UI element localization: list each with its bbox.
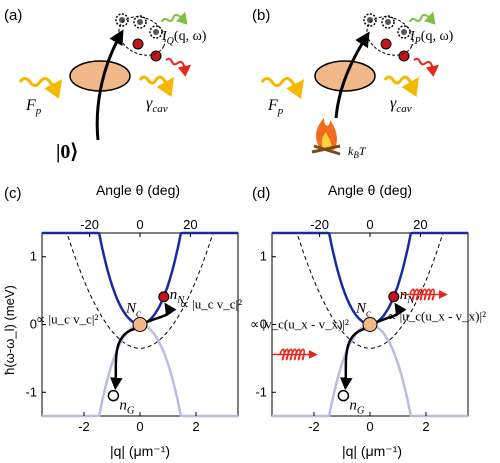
excitation-arrow	[95, 29, 124, 141]
ghost-branch	[42, 323, 238, 418]
arrow-to-normal	[375, 302, 407, 324]
emission-label: IP(q, ω)	[409, 29, 454, 47]
rate-down-label: ∝ |v_c(u_x - v_x)|²	[250, 317, 349, 332]
rate-up-label: ∝ |u_c(u_x - v_x)|²	[387, 309, 486, 324]
panel-b-tag: (b)	[252, 7, 270, 24]
normal-node	[388, 291, 400, 303]
top-tick-label: 20	[183, 217, 197, 232]
vacuum-ket: |0⟩	[56, 141, 78, 163]
red-emission	[165, 57, 192, 77]
top-tick-label: 0	[366, 217, 373, 232]
thermal-label: kBT	[348, 144, 367, 160]
y-tick-label: 1	[260, 249, 267, 264]
condensate-label: Nc	[355, 301, 371, 320]
ghost-node	[337, 389, 350, 402]
pump-wave	[260, 77, 305, 99]
normal-label: nN	[170, 287, 186, 306]
rate-up-label: ∝ |u_c v_c|²	[180, 297, 243, 312]
loss-wave	[138, 75, 174, 97]
condensate-node	[362, 317, 378, 332]
top-tick-label: -20	[310, 217, 329, 232]
rate-down-label: ∝ |u_c v_c|²	[36, 312, 99, 327]
top-tick-label: 0	[136, 217, 143, 232]
pump-wave	[18, 77, 63, 99]
condensate-label: Nc	[125, 301, 141, 320]
fire-icon	[311, 118, 341, 156]
panel-d: (d) Angle θ (deg) -202-2002010-1NcnNnG∝ …	[250, 182, 486, 459]
ghost-label: nG	[349, 398, 365, 417]
panel-a: (a) Fp γcav |0⟩ IQ(q, ω)	[4, 7, 207, 163]
top-axis-label: Angle θ (deg)	[96, 182, 180, 198]
ghost-branch	[272, 323, 468, 418]
y-tick-label: -1	[255, 384, 267, 399]
panel-c-tag: (c)	[4, 185, 22, 202]
condensate-node	[132, 317, 148, 332]
y-tick-label: 0	[260, 317, 267, 332]
y-tick-label: 1	[30, 249, 37, 264]
pump-label: Fp	[25, 97, 42, 117]
y-axis-label: ħ(ω-ω_l) (meV)	[2, 285, 17, 375]
emission-label: IQ(q, ω)	[161, 29, 207, 47]
photon-pair-icon	[115, 13, 166, 62]
arrow-to-normal	[145, 302, 177, 324]
x-tick-label: 0	[366, 419, 373, 434]
ghost-node	[107, 389, 120, 402]
loss-label: γcav	[146, 95, 168, 115]
panel-b: (b) Fp γcav kBT IP(q, ω)	[252, 7, 454, 160]
x-axis-label: |q| (μm⁻¹)	[110, 443, 170, 459]
x-axis-label: |q| (μm⁻¹)	[342, 443, 402, 459]
panel-d-tag: (d)	[252, 185, 270, 202]
panel-a-tag: (a)	[4, 7, 22, 24]
loss-label: γcav	[390, 95, 412, 115]
x-tick-label: -2	[308, 419, 320, 434]
top-axis-label: Angle θ (deg)	[328, 182, 412, 198]
loss-wave	[383, 75, 419, 97]
arrow-to-ground	[340, 327, 367, 391]
x-tick-label: -2	[78, 419, 90, 434]
ghost-label: nG	[119, 398, 134, 417]
green-emission	[161, 11, 188, 25]
green-emission	[409, 11, 436, 25]
y-tick-label: -1	[25, 384, 37, 399]
normal-node	[158, 291, 170, 303]
y-tick-label: 0	[30, 317, 37, 332]
x-tick-label: 2	[192, 419, 199, 434]
pump-label: Fp	[267, 97, 284, 117]
photon-pair-icon	[363, 13, 414, 62]
excitation-arrow	[334, 31, 370, 119]
top-tick-label: -20	[80, 217, 99, 232]
arrow-to-ground	[110, 327, 137, 391]
x-tick-label: 0	[136, 419, 143, 434]
red-emission	[413, 57, 440, 77]
top-tick-label: 20	[413, 217, 427, 232]
x-tick-label: 2	[422, 419, 429, 434]
